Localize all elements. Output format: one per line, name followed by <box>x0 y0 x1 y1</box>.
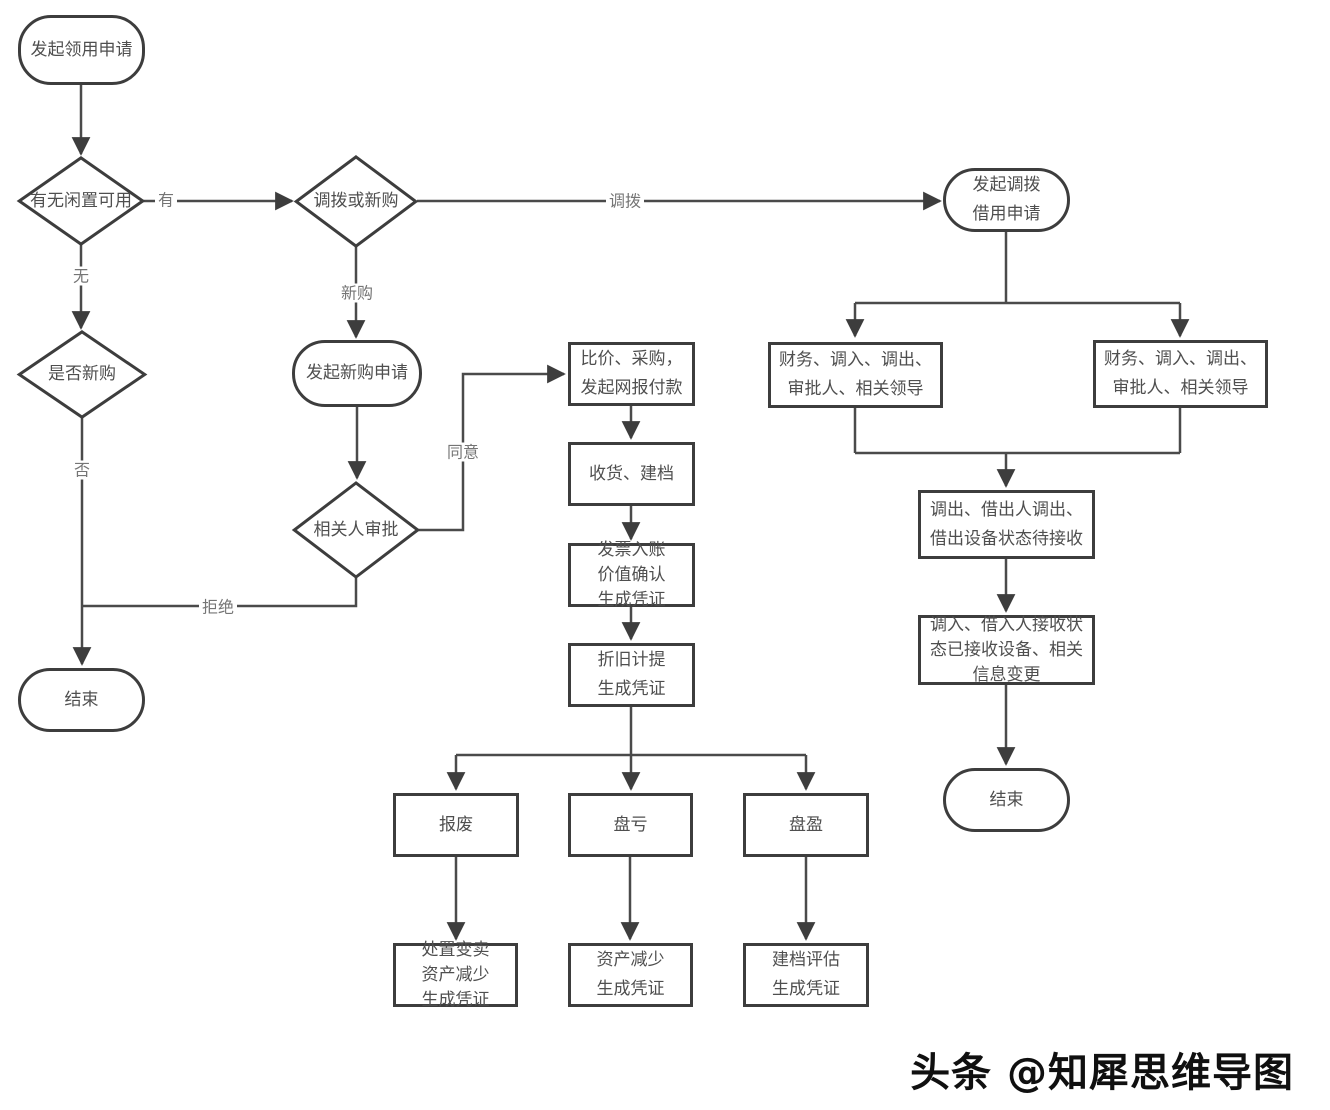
edge-label-transfer: 调拨 <box>605 191 645 211</box>
node-end-right: 结束 <box>943 768 1070 832</box>
node-invoice-entry: 发票入账 价值确认 生成凭证 <box>568 540 695 610</box>
node-label: 处置变卖 资产减少 生成凭证 <box>421 939 490 1010</box>
node-scrap: 报废 <box>393 793 519 857</box>
node-label: 财务、调入、调出、 审批人、相关领导 <box>1104 349 1257 398</box>
node-decision-transfer-or-new: 调拨或新购 <box>295 156 417 247</box>
node-transfer-borrow-request: 发起调拨 借用申请 <box>943 168 1070 232</box>
node-label: 建档评估 生成凭证 <box>772 950 840 999</box>
node-label: 盘盈 <box>789 814 823 835</box>
diamond-shape <box>18 157 144 245</box>
node-decision-new-purchase: 是否新购 <box>18 331 146 418</box>
node-label: 比价、采购， 发起网报付款 <box>580 349 683 398</box>
node-label: 调出、借出人调出、 借出设备状态待接收 <box>930 499 1083 549</box>
node-asset-decrease-voucher: 资产减少 生成凭证 <box>568 943 693 1007</box>
node-label: 调拨或新购 <box>313 191 399 211</box>
diamond-shape <box>295 156 417 247</box>
node-compare-purchase-payment: 比价、采购， 发起网报付款 <box>568 342 695 406</box>
node-approvers-right: 财务、调入、调出、 审批人、相关领导 <box>1093 340 1268 408</box>
node-label: 发起调拨 借用申请 <box>972 175 1041 224</box>
node-label: 资产减少 生成凭证 <box>596 950 665 999</box>
diamond-shape <box>18 331 146 418</box>
node-receive-archive: 收货、建档 <box>568 442 695 506</box>
node-label: 调入、借入人接收状 态已接收设备、相关 信息变更 <box>930 614 1083 685</box>
node-label: 盘亏 <box>613 814 648 835</box>
node-label: 报废 <box>439 814 473 835</box>
node-label: 发起领用申请 <box>30 39 133 60</box>
node-label: 结束 <box>64 689 99 710</box>
edge-label-new-purchase: 新购 <box>337 283 377 303</box>
edge-label-has-idle: 有 <box>154 190 178 210</box>
node-archive-evaluation: 建档评估 生成凭证 <box>743 943 869 1007</box>
node-depreciation-voucher: 折旧计提 生成凭证 <box>568 643 695 707</box>
node-end-left: 结束 <box>18 668 145 732</box>
node-approvers-left: 财务、调入、调出、 审批人、相关领导 <box>768 342 943 408</box>
watermark: 头条 @知犀思维导图 <box>910 1050 1294 1096</box>
node-transfer-in-status: 调入、借入人接收状 态已接收设备、相关 信息变更 <box>918 615 1095 685</box>
node-start-claim-request: 发起领用申请 <box>18 15 145 85</box>
edge-label-reject: 拒绝 <box>198 597 238 617</box>
diamond-shape <box>293 482 419 578</box>
node-label: 财务、调入、调出、 审批人、相关领导 <box>779 350 932 399</box>
node-label: 相关人审批 <box>313 519 399 540</box>
node-label: 发起新购申请 <box>306 363 408 383</box>
node-label: 有无闲置可用 <box>30 190 132 211</box>
node-decision-idle-available: 有无闲置可用 <box>18 157 144 245</box>
edge-label-no: 否 <box>70 460 94 480</box>
edge-label-no-idle: 无 <box>69 266 93 286</box>
node-transfer-out-status: 调出、借出人调出、 借出设备状态待接收 <box>918 490 1095 559</box>
node-label: 收货、建档 <box>589 463 674 484</box>
node-disposal-sale: 处置变卖 资产减少 生成凭证 <box>393 940 518 1010</box>
edge-label-agree: 同意 <box>443 442 483 462</box>
node-inventory-loss: 盘亏 <box>568 793 693 857</box>
node-label: 折旧计提 生成凭证 <box>597 650 666 699</box>
node-decision-approver-review: 相关人审批 <box>293 482 419 578</box>
node-label: 是否新购 <box>48 364 116 384</box>
node-inventory-surplus: 盘盈 <box>743 793 869 857</box>
node-label: 结束 <box>989 789 1024 810</box>
node-start-new-purchase: 发起新购申请 <box>292 340 422 407</box>
node-label: 发票入账 价值确认 生成凭证 <box>597 539 666 610</box>
